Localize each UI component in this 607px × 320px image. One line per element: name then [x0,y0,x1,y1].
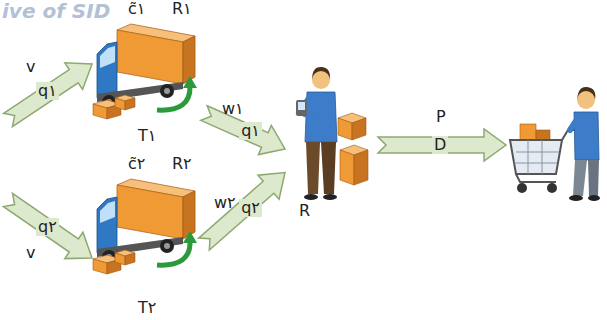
truck-illustration [93,179,197,274]
node-label: R۲ [172,155,192,173]
node-label: T۲ [138,299,156,317]
price-variable: w۲ [214,194,236,212]
price-variable: P [436,108,446,126]
flow-variable: q۲ [36,218,59,236]
flow-variable: v [26,244,35,262]
customer-illustration [510,87,600,201]
edge-label: q۱ [239,122,262,140]
demand-arrow [378,129,506,161]
truck-node: c̃۲ R۲T۲ [92,155,204,317]
node-label: T۱ [138,127,156,145]
price-variable: w۱ [222,100,244,118]
demand-variable: D [432,136,448,154]
retailer-illustration [296,67,368,200]
truck-illustration [93,24,197,119]
flow-variable: v [26,58,35,76]
retailer-node: R [285,62,375,220]
watermark: ive of SID [2,0,110,22]
supply-arrow [0,187,101,271]
supply-arrow [0,51,101,134]
node-label: R [299,202,310,220]
edge-label: q۲ [239,199,262,217]
flow-arrow [199,173,285,251]
node-label: c̃۱ [128,0,145,18]
flow-variable: q۱ [36,82,59,100]
node-label: R۱ [172,0,192,18]
node-label: c̃۲ [128,155,145,173]
